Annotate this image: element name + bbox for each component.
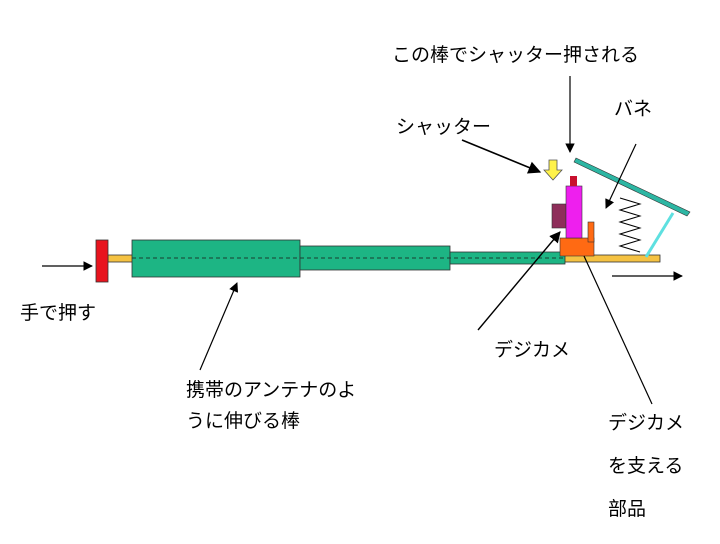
label-push-by-hand: 手で押す: [20, 302, 97, 324]
arrow-camera: [477, 231, 561, 331]
shutter-lever: [573, 157, 691, 217]
line-support: [583, 255, 653, 405]
label-shutter: シャッター: [396, 116, 492, 138]
spring: [618, 197, 642, 253]
label-shutter-press: この棒でシャッター押される: [392, 44, 640, 66]
lever-link: [644, 212, 675, 258]
label-spring: バネ: [614, 98, 653, 120]
camera-side-part: [551, 203, 567, 229]
label-camera: デジカメ: [494, 339, 571, 361]
camera-body: [565, 185, 583, 239]
label-support-line2: を支える: [608, 455, 684, 477]
hand-knob: [95, 239, 109, 283]
label-support-line3: 部品: [608, 498, 647, 520]
arrow-shutter: [461, 139, 542, 174]
arrow-antenna: [199, 282, 239, 371]
label-antenna-line1: 携帯のアンテナのよ: [186, 379, 357, 401]
camera-shutter-button: [570, 176, 577, 186]
camera-support-post: [587, 221, 595, 243]
label-support-line1: デジカメ: [608, 412, 685, 434]
shutter-arrow-icon: [543, 159, 563, 181]
arrow-spring: [605, 143, 637, 209]
label-antenna-line2: うに伸びる棒: [186, 410, 301, 432]
